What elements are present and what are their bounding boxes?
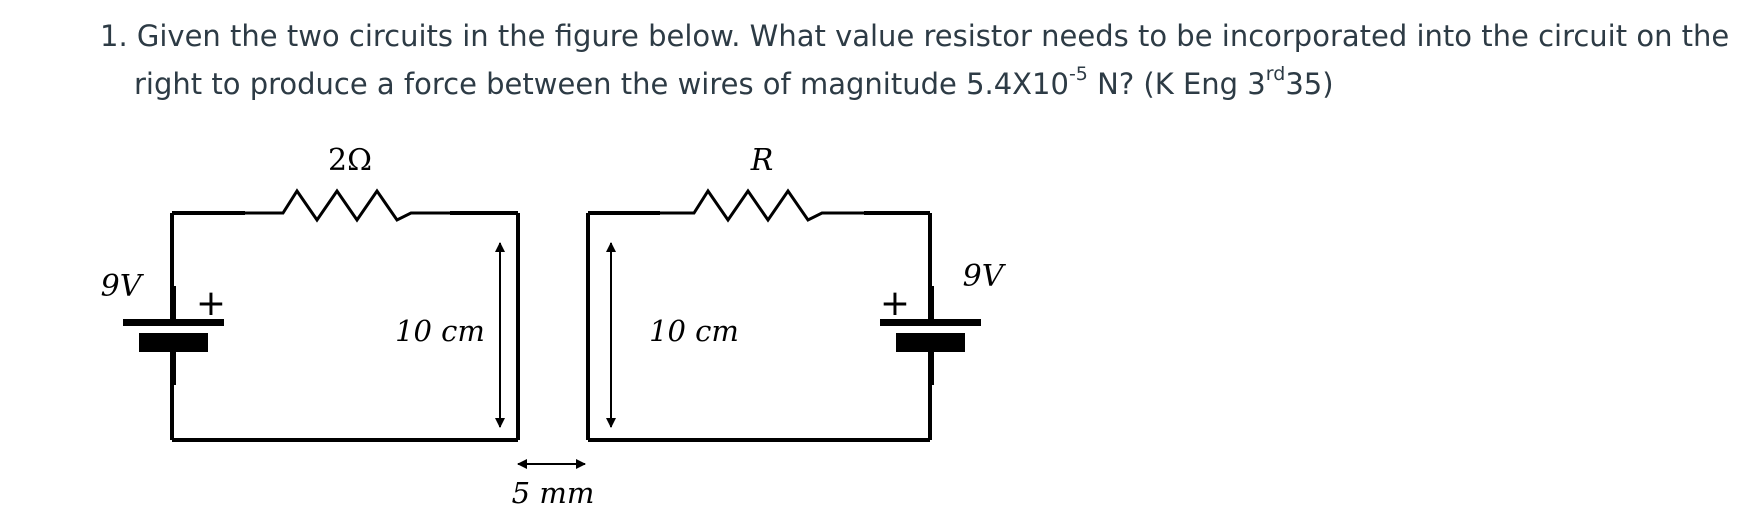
right-length-label: 10 cm	[649, 314, 739, 348]
left-battery-plus: +	[196, 283, 226, 324]
ordinal-suffix: rd	[1265, 63, 1286, 86]
right-battery-terminal-top	[928, 286, 934, 319]
exponent: -5	[1068, 63, 1088, 86]
right-battery	[880, 286, 981, 385]
left-battery-long-plate	[123, 319, 224, 326]
left-resistor-label: 2Ω	[328, 143, 372, 178]
separation-label: 5 mm	[512, 476, 595, 510]
left-battery-short-plate	[139, 333, 208, 352]
right-resistor-label: R	[750, 143, 774, 178]
left-resistor	[245, 188, 450, 223]
right-battery-short-plate	[896, 333, 965, 352]
right-circuit	[586, 188, 932, 442]
right-battery-plus: +	[880, 283, 910, 324]
question-text: 1. Given the two circuits in the figure …	[100, 12, 1730, 108]
right-battery-long-plate	[880, 319, 981, 326]
right-resistor	[660, 188, 864, 223]
left-length-label: 10 cm	[395, 314, 485, 348]
question-line-1: 1. Given the two circuits in the figure …	[100, 19, 1730, 53]
question-line-2: right to produce a force between the wir…	[134, 63, 1334, 101]
left-battery-terminal-top	[170, 286, 176, 319]
right-battery-terminal-bottom	[928, 352, 934, 385]
left-battery-label: 9V	[101, 269, 145, 304]
question-number: 1.	[100, 19, 128, 53]
right-battery-label: 9V	[963, 259, 1007, 294]
left-battery-terminal-bottom	[170, 352, 176, 385]
left-battery	[123, 286, 224, 385]
